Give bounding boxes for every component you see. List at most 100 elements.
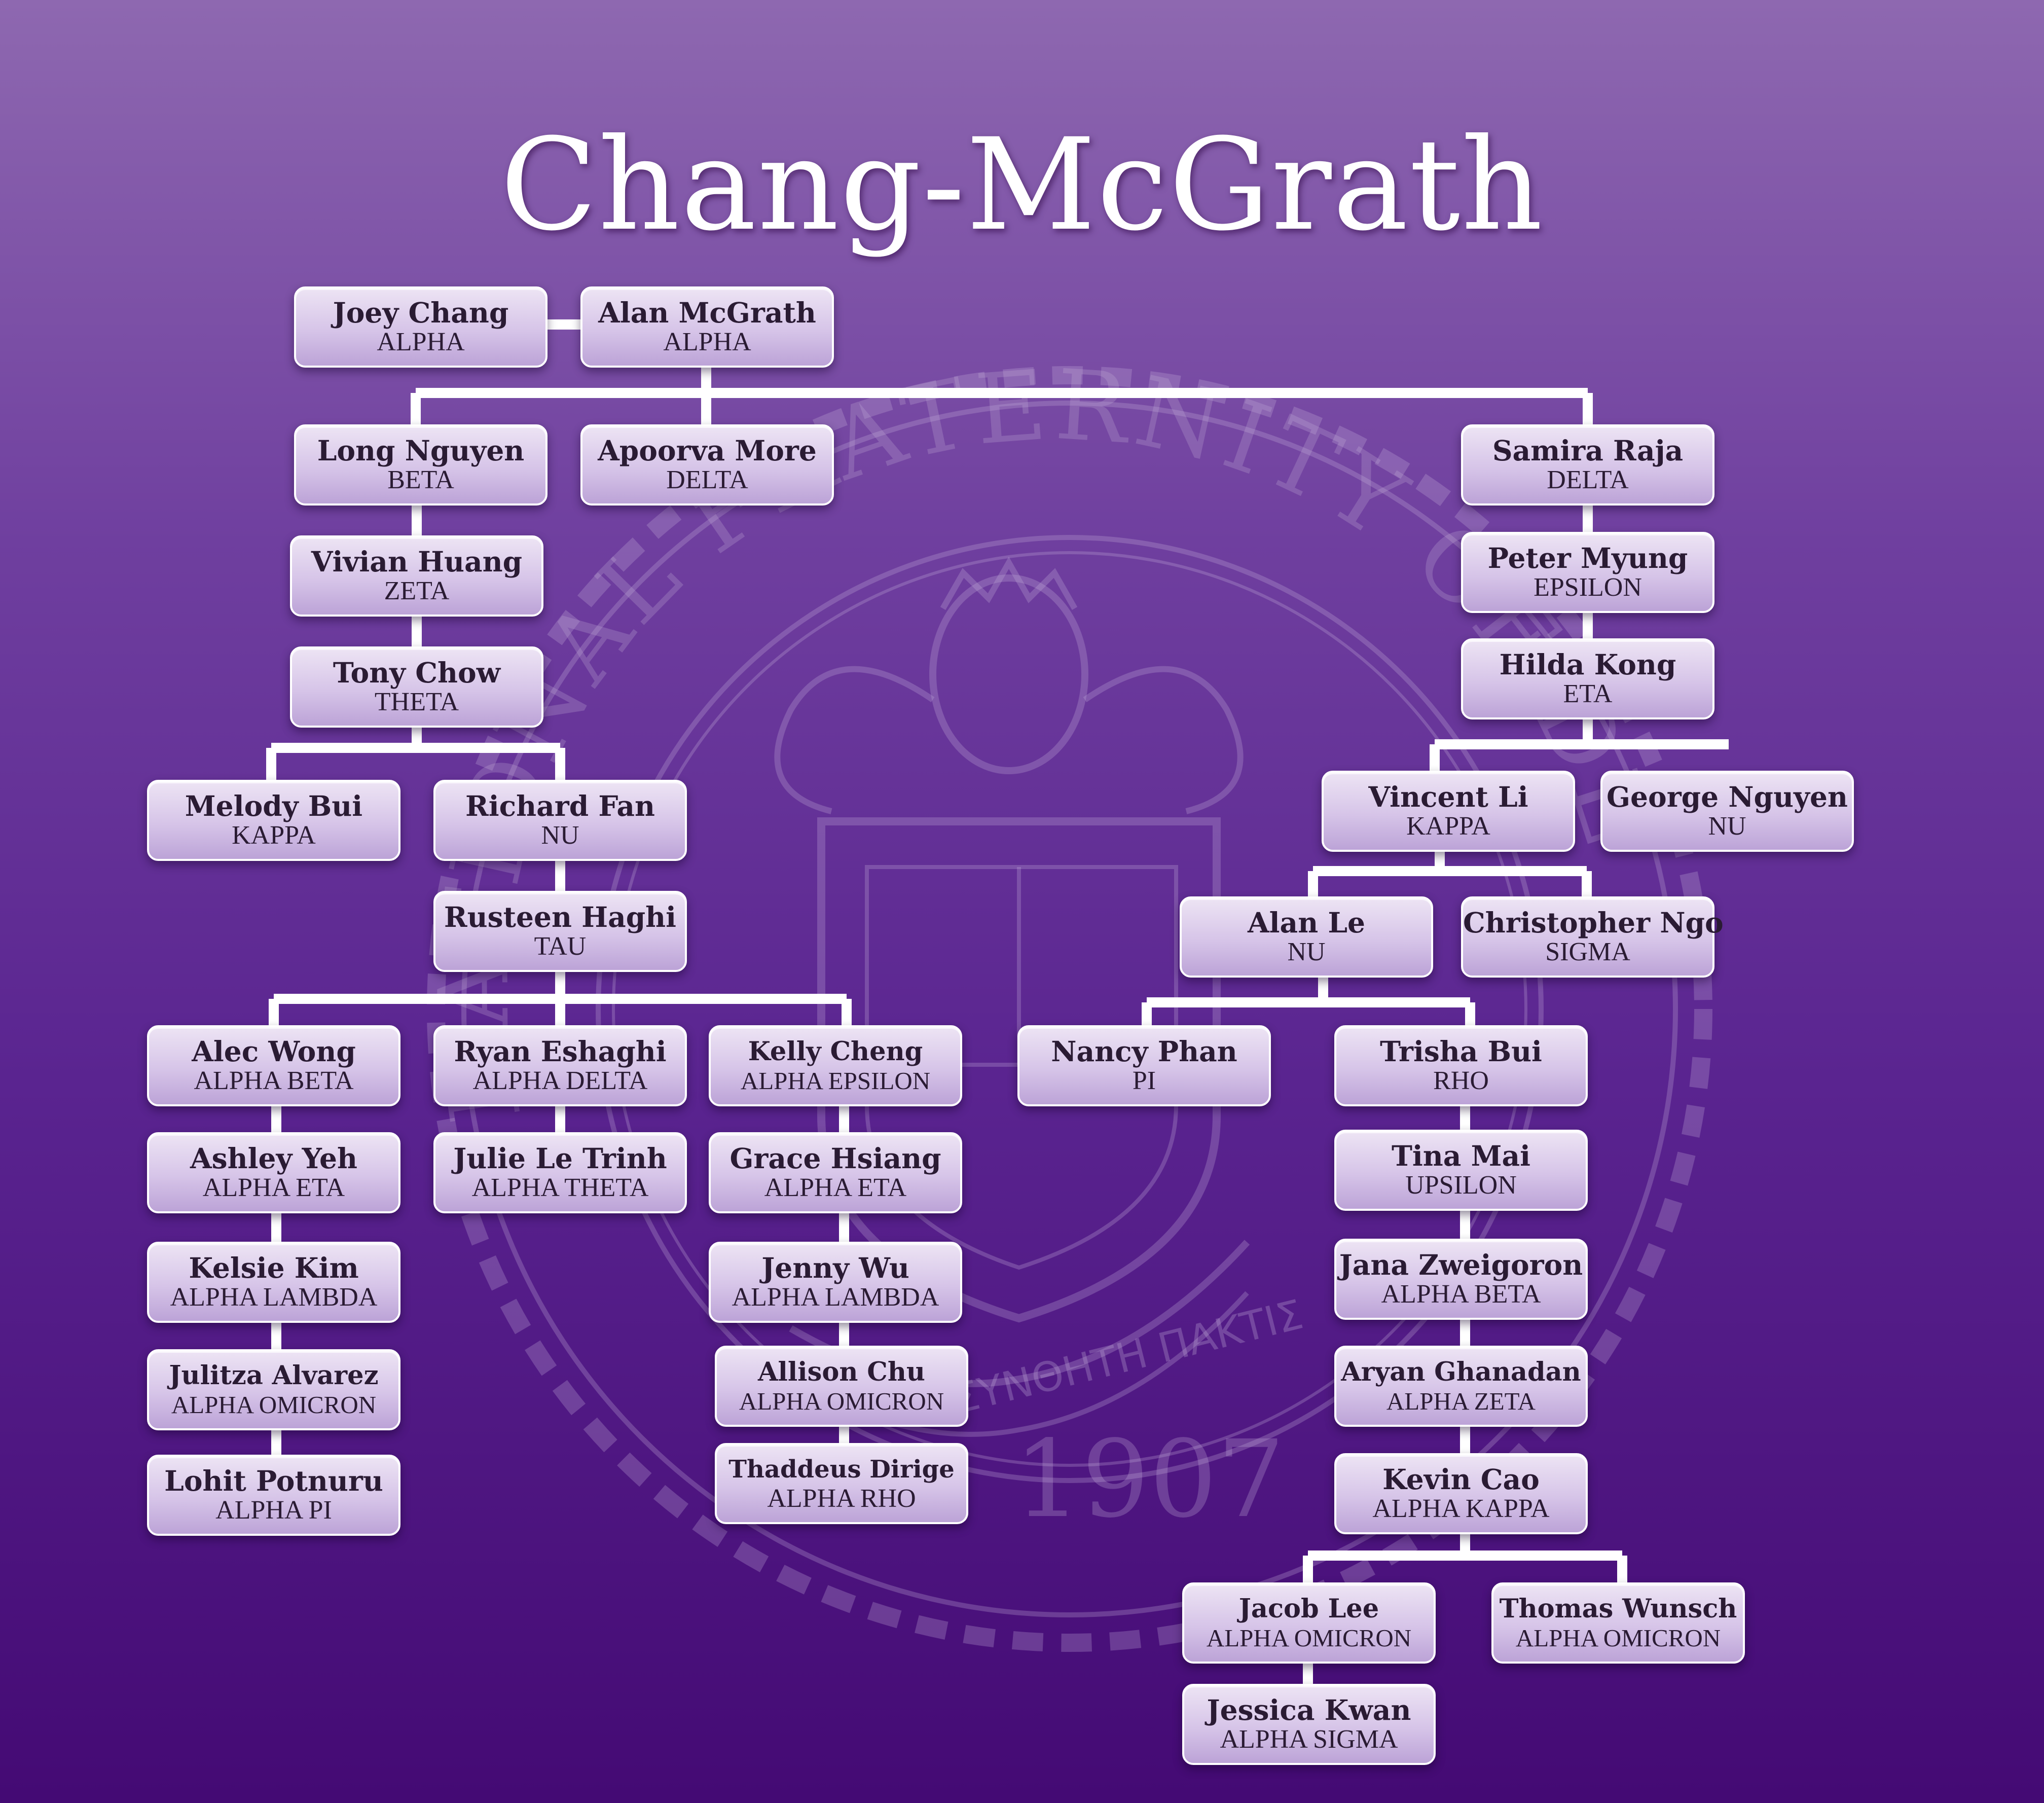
member-chapter: NU	[541, 821, 579, 850]
member-richard-fan: Richard Fan NU	[433, 780, 687, 861]
member-chapter: ALPHA KAPPA	[1372, 1494, 1550, 1523]
member-chapter: ALPHA ETA	[202, 1173, 345, 1202]
member-rusteen-haghi: Rusteen Haghi TAU	[433, 891, 687, 972]
member-name: Kelsie Kim	[189, 1251, 359, 1284]
member-name: Nancy Phan	[1051, 1035, 1237, 1068]
member-jenny-wu: Jenny Wu ALPHA LAMBDA	[709, 1242, 962, 1323]
member-name: Peter Myung	[1487, 542, 1688, 574]
member-name: Samira Raja	[1492, 434, 1684, 467]
member-thaddeus-dirige: Thaddeus Dirige ALPHA RHO	[715, 1443, 968, 1524]
member-name: Ryan Eshaghi	[454, 1035, 667, 1068]
member-ryan-eshaghi: Ryan Eshaghi ALPHA DELTA	[433, 1025, 687, 1106]
member-long-nguyen: Long Nguyen BETA	[294, 424, 548, 506]
member-chapter: KAPPA	[1406, 812, 1490, 841]
member-peter-myung: Peter Myung EPSILON	[1461, 532, 1714, 613]
tree-title: Chang-McGrath	[500, 111, 1544, 259]
seal-motto: ΣΥΝΘΗΤΗ ΠΑΚΤΙΣ	[948, 1291, 1308, 1423]
member-kevin-cao: Kevin Cao ALPHA KAPPA	[1334, 1453, 1588, 1534]
member-name: Kevin Cao	[1382, 1463, 1540, 1496]
member-name: George Nguyen	[1607, 780, 1848, 813]
member-vincent-li: Vincent Li KAPPA	[1322, 771, 1575, 852]
member-joey-chang: Joey Chang ALPHA	[294, 286, 548, 368]
member-george-nguyen: George Nguyen NU	[1600, 771, 1854, 852]
member-name: Vincent Li	[1368, 780, 1528, 813]
member-name: Thaddeus Dirige	[728, 1455, 955, 1484]
member-name: Vivian Huang	[311, 545, 523, 578]
member-apoorva-more: Apoorva More DELTA	[580, 424, 834, 506]
connector-hilda-kong-children	[1430, 718, 1729, 771]
member-chapter: ALPHA ZETA	[1386, 1387, 1536, 1415]
member-kelsie-kim: Kelsie Kim ALPHA LAMBDA	[147, 1242, 400, 1323]
member-vivian-huang: Vivian Huang ZETA	[290, 535, 543, 617]
member-name: Allison Chu	[757, 1357, 925, 1387]
member-alan-mcgrath: Alan McGrath ALPHA	[580, 286, 834, 368]
member-chapter: ZETA	[384, 576, 450, 605]
seal-year: 1907	[1014, 1417, 1285, 1541]
member-chapter: ALPHA OMICRON	[1515, 1624, 1721, 1652]
member-nancy-phan: Nancy Phan PI	[1017, 1025, 1271, 1106]
member-chapter: THETA	[374, 688, 459, 716]
member-kelly-cheng: Kelly Cheng ALPHA EPSILON	[709, 1025, 962, 1106]
member-grace-hsiang: Grace Hsiang ALPHA ETA	[709, 1132, 962, 1213]
member-chapter: ALPHA	[663, 328, 751, 356]
member-name: Jessica Kwan	[1207, 1693, 1411, 1726]
member-chapter: ALPHA BETA	[194, 1066, 354, 1095]
member-julitza-alvarez: Julitza Alvarez ALPHA OMICRON	[147, 1349, 400, 1430]
member-hilda-kong: Hilda Kong ETA	[1461, 638, 1714, 719]
member-chapter: ALPHA	[377, 328, 465, 356]
member-chapter: ALPHA BETA	[1381, 1280, 1541, 1309]
member-chapter: UPSILON	[1405, 1171, 1517, 1200]
member-name: Long Nguyen	[317, 434, 525, 467]
member-chapter: EPSILON	[1534, 573, 1642, 602]
member-chapter: ALPHA LAMBDA	[170, 1283, 378, 1312]
member-name: Jana Zweigoron	[1339, 1248, 1583, 1281]
member-name: Julitza Alvarez	[169, 1360, 379, 1391]
member-name: Kelly Cheng	[748, 1036, 923, 1067]
member-chapter: ALPHA OMICRON	[1206, 1624, 1412, 1652]
member-chapter: ALPHA PI	[215, 1496, 332, 1525]
member-name: Alec Wong	[192, 1035, 356, 1068]
member-name: Lohit Potnuru	[164, 1464, 383, 1497]
member-name: Christopher Ngo	[1463, 906, 1724, 939]
member-name: Tina Mai	[1391, 1139, 1530, 1172]
connector-rusteen-haghi-children	[269, 971, 852, 1025]
member-samira-raja: Samira Raja DELTA	[1461, 424, 1714, 506]
member-chapter: DELTA	[666, 465, 748, 494]
member-alec-wong: Alec Wong ALPHA BETA	[147, 1025, 400, 1106]
member-chapter: BETA	[387, 465, 454, 494]
member-chapter: ALPHA OMICRON	[171, 1391, 377, 1419]
member-chapter: PI	[1132, 1066, 1156, 1095]
member-chapter: ALPHA ETA	[764, 1173, 907, 1202]
member-chapter: ALPHA SIGMA	[1220, 1725, 1398, 1754]
member-lohit-potnuru: Lohit Potnuru ALPHA PI	[147, 1455, 400, 1536]
member-name: Thomas Wunsch	[1499, 1594, 1737, 1624]
member-aryan-ghanadan: Aryan Ghanadan ALPHA ZETA	[1334, 1346, 1588, 1427]
member-name: Alan Le	[1247, 906, 1365, 939]
member-chapter: ALPHA OMICRON	[739, 1387, 944, 1415]
member-name: Jacob Lee	[1238, 1594, 1379, 1624]
member-chapter: TAU	[534, 932, 587, 961]
member-name: Ashley Yeh	[190, 1142, 358, 1175]
member-name: Hilda Kong	[1499, 648, 1676, 681]
member-chapter: ALPHA EPSILON	[740, 1067, 931, 1095]
member-chapter: ALPHA RHO	[767, 1484, 916, 1513]
member-name: Tony Chow	[333, 656, 501, 689]
member-name: Joey Chang	[333, 296, 509, 329]
member-tony-chow: Tony Chow THETA	[290, 646, 543, 728]
member-alan-le: Alan Le NU	[1180, 896, 1433, 978]
member-jana-zweigoron: Jana Zweigoron ALPHA BETA	[1334, 1239, 1588, 1320]
member-chapter: ALPHA LAMBDA	[732, 1283, 939, 1312]
member-melody-bui: Melody Bui KAPPA	[147, 780, 400, 861]
member-chapter: DELTA	[1547, 465, 1629, 494]
member-jacob-lee: Jacob Lee ALPHA OMICRON	[1182, 1582, 1436, 1664]
member-tina-mai: Tina Mai UPSILON	[1334, 1130, 1588, 1211]
member-name: Jenny Wu	[761, 1251, 909, 1284]
member-name: Melody Bui	[185, 789, 363, 822]
member-chapter: NU	[1708, 812, 1746, 841]
member-name: Rusteen Haghi	[444, 900, 677, 933]
member-chapter: RHO	[1433, 1066, 1489, 1095]
member-chapter: ALPHA DELTA	[472, 1066, 648, 1095]
member-jessica-kwan: Jessica Kwan ALPHA SIGMA	[1182, 1684, 1436, 1765]
member-name: Aryan Ghanadan	[1341, 1357, 1581, 1387]
member-trisha-bui: Trisha Bui RHO	[1334, 1025, 1588, 1106]
